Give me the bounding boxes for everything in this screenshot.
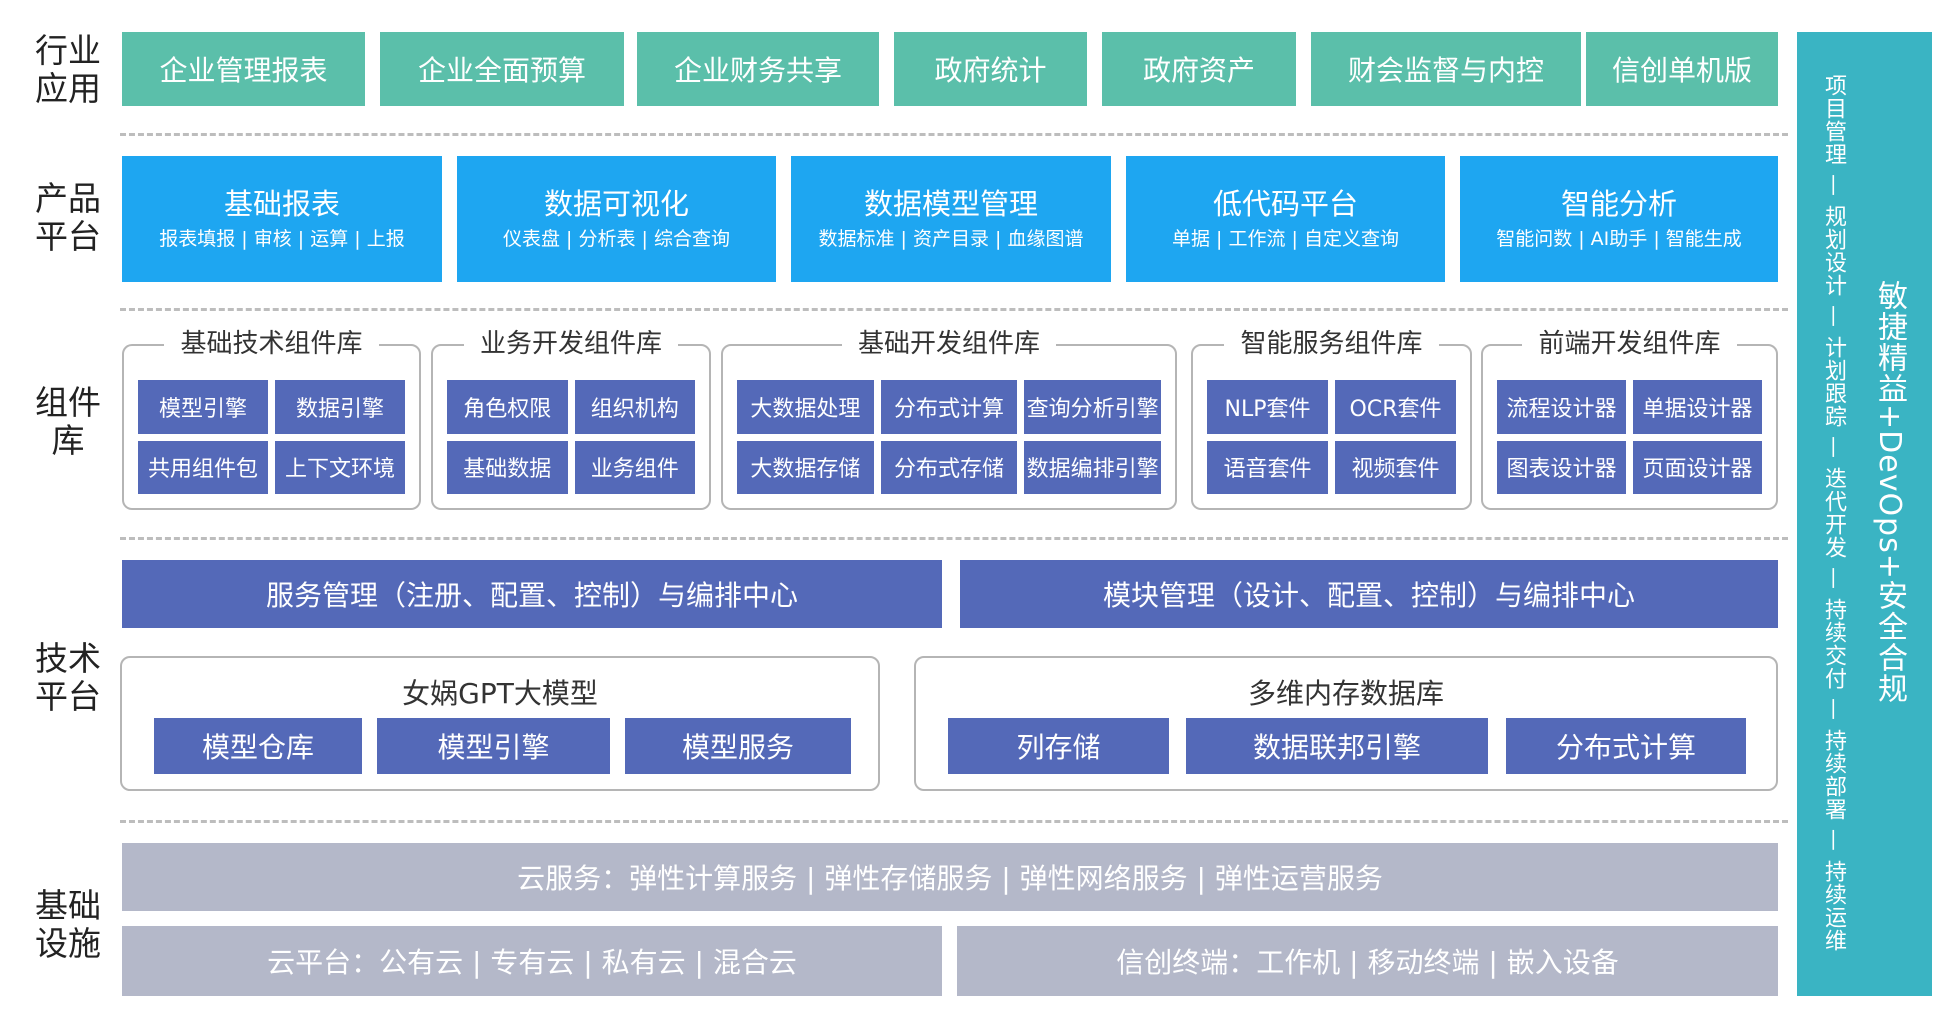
component-item: 共用组件包	[138, 440, 268, 494]
component-item: 分布式存储	[880, 440, 1018, 494]
product-card: 数据模型管理 数据标准 | 资产目录 | 血缘图谱	[791, 156, 1111, 282]
component-item: 语音套件	[1207, 440, 1328, 494]
gpt-model-title: 女娲GPT大模型	[402, 677, 598, 710]
component-item: 组织机构	[574, 380, 695, 434]
devops-side-panel: 项目管理 — 规划设计 — 计划跟踪 — 迭代开发 — 持续交付 — 持续部署 …	[1797, 32, 1932, 996]
component-item: 数据编排引擎	[1024, 440, 1161, 494]
component-group: 智能服务组件库 NLP套件 OCR套件 语音套件 视频套件	[1191, 329, 1472, 510]
component-item: 查询分析引擎	[1024, 380, 1161, 434]
model-repository: 模型仓库	[154, 718, 362, 774]
component-group-title: 业务开发组件库	[463, 329, 678, 359]
component-item: 分布式计算	[880, 380, 1018, 434]
component-item: 上下文环境	[275, 440, 405, 494]
product-card: 数据可视化 仪表盘 | 分析表 | 综合查询	[457, 156, 776, 282]
product-subtitle: 数据标准 | 资产目录 | 血缘图谱	[818, 228, 1084, 250]
component-group: 基础开发组件库 大数据处理 分布式计算 查询分析引擎 大数据存储 分布式存储 数…	[721, 329, 1177, 510]
divider	[120, 537, 1788, 540]
service-management-bar: 服务管理（注册、配置、控制）与编排中心	[122, 560, 942, 628]
row-label-component: 组件 库	[35, 383, 101, 460]
devops-title: 敏捷精益+DevOps+安全合规	[1872, 280, 1907, 704]
component-item: 大数据存储	[737, 440, 874, 494]
model-engine: 模型引擎	[377, 718, 610, 774]
row-label-tech: 技术 平台	[35, 639, 101, 716]
component-item: 流程设计器	[1497, 380, 1626, 434]
product-subtitle: 单据 | 工作流 | 自定义查询	[1172, 228, 1399, 250]
industry-app: 财会监督与内控	[1311, 32, 1581, 106]
component-item: 基础数据	[447, 440, 568, 494]
xinchuang-terminal-bar: 信创终端：工作机 | 移动终端 | 嵌入设备	[957, 926, 1778, 996]
cloud-service-bar: 云服务：弹性计算服务 | 弹性存储服务 | 弹性网络服务 | 弹性运营服务	[122, 843, 1778, 911]
distributed-compute: 分布式计算	[1506, 718, 1746, 774]
component-item: 数据引擎	[275, 380, 405, 434]
row-label-infra: 基础 设施	[35, 886, 101, 963]
industry-app: 企业管理报表	[122, 32, 365, 106]
product-title: 数据模型管理	[863, 187, 1038, 221]
data-federation-engine: 数据联邦引擎	[1186, 718, 1488, 774]
component-group: 基础技术组件库 模型引擎 数据引擎 共用组件包 上下文环境	[122, 329, 421, 510]
component-item: 视频套件	[1335, 440, 1456, 494]
divider	[120, 308, 1788, 311]
component-item: OCR套件	[1335, 380, 1456, 434]
component-item: 角色权限	[447, 380, 568, 434]
row-label-industry: 行业 应用	[35, 31, 101, 108]
gpt-model-group: 女娲GPT大模型 模型仓库 模型引擎 模型服务	[120, 656, 880, 791]
divider	[120, 820, 1788, 823]
memory-db-group: 多维内存数据库 列存储 数据联邦引擎 分布式计算	[914, 656, 1778, 791]
product-title: 智能分析	[1560, 187, 1677, 221]
product-card: 基础报表 报表填报 | 审核 | 运算 | 上报	[122, 156, 442, 282]
component-group-title: 智能服务组件库	[1224, 329, 1439, 359]
memory-db-title: 多维内存数据库	[1247, 677, 1444, 710]
product-title: 低代码平台	[1212, 187, 1358, 221]
product-title: 基础报表	[223, 187, 340, 221]
model-service: 模型服务	[625, 718, 851, 774]
module-management-bar: 模块管理（设计、配置、控制）与编排中心	[960, 560, 1778, 628]
product-subtitle: 仪表盘 | 分析表 | 综合查询	[503, 228, 730, 250]
component-item: 图表设计器	[1497, 440, 1626, 494]
industry-app: 信创单机版	[1586, 32, 1778, 106]
row-label-product: 产品 平台	[35, 179, 101, 256]
industry-app: 企业全面预算	[380, 32, 624, 106]
component-item: 业务组件	[574, 440, 695, 494]
component-item: 页面设计器	[1633, 440, 1762, 494]
industry-app: 政府资产	[1102, 32, 1296, 106]
divider	[120, 133, 1788, 136]
devops-steps: 项目管理 — 规划设计 — 计划跟踪 — 迭代开发 — 持续交付 — 持续部署 …	[1821, 74, 1846, 952]
component-item: 单据设计器	[1633, 380, 1762, 434]
industry-app: 政府统计	[894, 32, 1087, 106]
industry-app: 企业财务共享	[637, 32, 879, 106]
product-title: 数据可视化	[543, 187, 689, 221]
product-subtitle: 报表填报 | 审核 | 运算 | 上报	[159, 228, 405, 250]
product-subtitle: 智能问数 | AI助手 | 智能生成	[1496, 228, 1742, 250]
component-item: NLP套件	[1207, 380, 1328, 434]
component-group-title: 基础技术组件库	[164, 329, 379, 359]
product-card: 低代码平台 单据 | 工作流 | 自定义查询	[1126, 156, 1445, 282]
component-group: 业务开发组件库 角色权限 组织机构 基础数据 业务组件	[431, 329, 711, 510]
cloud-platform-bar: 云平台：公有云 | 专有云 | 私有云 | 混合云	[122, 926, 942, 996]
component-item: 大数据处理	[737, 380, 874, 434]
product-card: 智能分析 智能问数 | AI助手 | 智能生成	[1460, 156, 1778, 282]
component-item: 模型引擎	[138, 380, 268, 434]
component-group: 前端开发组件库 流程设计器 单据设计器 图表设计器 页面设计器	[1481, 329, 1778, 510]
component-group-title: 前端开发组件库	[1522, 329, 1737, 359]
column-storage: 列存储	[948, 718, 1169, 774]
component-group-title: 基础开发组件库	[841, 329, 1056, 359]
